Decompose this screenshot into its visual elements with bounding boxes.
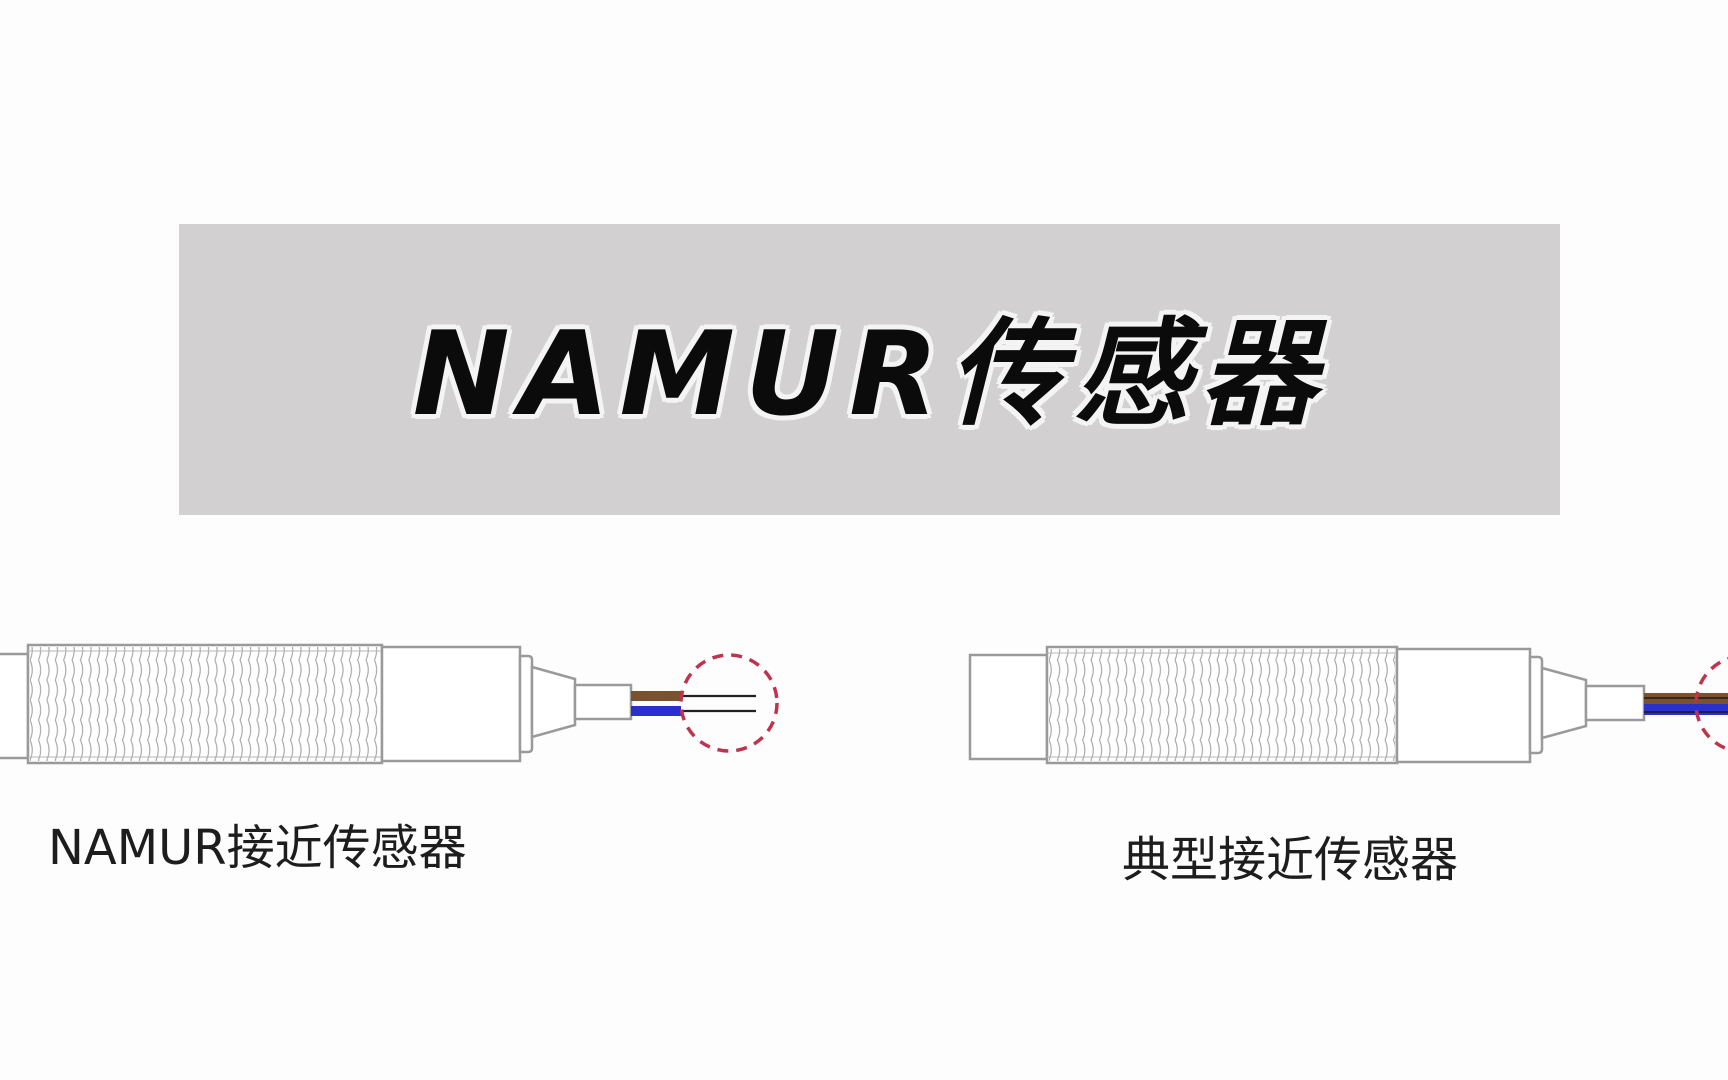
sensor-housing [380,645,522,763]
cable-jacket [1584,684,1646,722]
sensor-nose [968,653,1049,761]
sensor-cap [1528,655,1544,755]
sensor-nose [0,652,30,760]
cable-jacket [573,683,633,721]
page-title: NAMUR传感器 [412,306,1327,442]
cable-boot [530,665,577,739]
namur-sensor-caption: NAMUR接近传感器 [48,820,467,876]
sensor-housing [1395,647,1532,764]
typical-sensor-caption: 典型接近传感器 [1122,832,1459,888]
sensor-cap [518,654,534,754]
title-banner: NAMUR传感器 [179,224,1560,515]
namur-sensor-drawing [0,643,779,765]
typical-sensor-drawing [968,645,1728,765]
brown-wire [631,691,681,701]
blue-wire [1644,704,1728,715]
cable-boot [1540,666,1588,740]
highlight-dashed-circle [679,653,779,753]
blue-wire [631,706,681,716]
